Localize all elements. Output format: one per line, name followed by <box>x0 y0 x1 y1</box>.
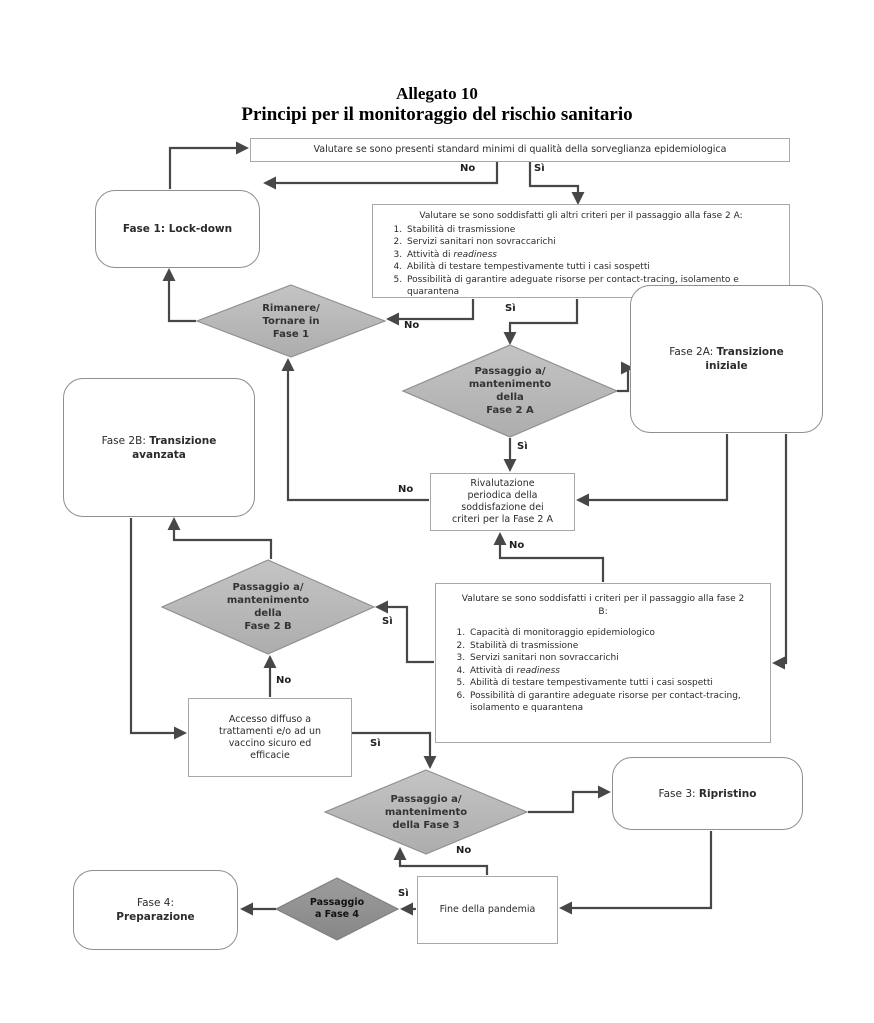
edge-label-si-accesso: Sì <box>370 738 381 749</box>
accesso-line-2: trattamenti e/o ad un <box>218 725 322 737</box>
node-rivalutazione-periodica: Rivalutazione periodica della soddisfazi… <box>430 473 575 531</box>
criteria2A-item-5: Possibilità di garantire adeguate risors… <box>405 274 781 299</box>
connector-criteria2B-no-to-rivalutazione <box>493 532 605 582</box>
connector-topcheck-no-to-fase1 <box>263 162 499 190</box>
connector-fine-no-to-passaggio3 <box>393 847 489 875</box>
connector-passaggio2A-to-fase2A <box>617 361 634 393</box>
edge-label-si-surveillance: Sì <box>534 163 545 174</box>
edge-label-si-fine: Sì <box>398 888 409 899</box>
edge-label-no-rivalutazione: No <box>398 484 414 495</box>
criteria2B-item-4: Attività di readiness <box>468 665 762 678</box>
fine-pandemia-text: Fine della pandemia <box>439 904 536 915</box>
decision-passaggio-fase2B-shape <box>160 559 376 655</box>
connector-passaggio3-to-fase3 <box>528 785 611 814</box>
edge-label-no-fine: No <box>456 845 472 856</box>
fase2B-label: Fase 2B: Transizione avanzata <box>101 434 217 461</box>
node-accesso-vaccino: Accesso diffuso a trattamenti e/o ad un … <box>188 698 352 777</box>
connector-criteria2A-no-to-rimanere <box>386 299 475 326</box>
node-criteria-fase2B: Valutare se sono soddisfatti i criteri p… <box>435 583 771 743</box>
connector-rivalutazione-no-to-rimanere <box>281 358 429 502</box>
connector-fase2A-to-criteria2B <box>772 434 788 670</box>
node-surveillance-check: Valutare se sono presenti standard minim… <box>250 138 790 162</box>
edge-label-no-criteria2B: No <box>509 540 525 551</box>
edge-label-si-criteria2A: Sì <box>505 303 516 314</box>
criteria2A-item-2: Servizi sanitari non sovraccarichi <box>405 236 781 249</box>
connector-accesso-si-to-passaggio3 <box>352 731 437 769</box>
criteria2B-item-2: Stabilità di trasmissione <box>468 640 762 653</box>
rivalutazione-line-4: criteri per la Fase 2 A <box>452 514 553 525</box>
accesso-line-4: efficacie <box>250 749 290 761</box>
connector-rimanere-to-fase1 <box>162 268 196 323</box>
surveillance-check-text: Valutare se sono presenti standard minim… <box>313 144 727 155</box>
criteria2B-list: Capacità di monitoraggio epidemiologico … <box>444 627 762 715</box>
connector-fase2B-to-accesso <box>129 518 187 740</box>
criteria2B-title: Valutare se sono soddisfatti i criteri p… <box>461 594 745 617</box>
accesso-line-1: Accesso diffuso a <box>228 713 312 725</box>
rivalutazione-line-1: Rivalutazione <box>470 478 535 489</box>
connector-passaggio2B-to-fase2B <box>167 517 273 559</box>
connector-fase1-to-topcheck <box>168 141 249 189</box>
connector-criteria2A-si-to-passaggio2A <box>503 299 579 345</box>
criteria2B-item-3: Servizi sanitari non sovraccarichi <box>468 652 762 665</box>
node-fase2B-transizione-avanzata: Fase 2B: Transizione avanzata <box>63 378 255 517</box>
edge-label-si-criteria2B: Sì <box>382 616 393 627</box>
criteria2B-item-6: Possibilità di garantire adeguate risors… <box>468 690 762 715</box>
criteria2A-title: Valutare se sono soddisfatti gli altri c… <box>419 211 743 221</box>
criteria2A-item-4: Abilità di testare tempestivamente tutti… <box>405 261 781 274</box>
title-block: Allegato 10 Principi per il monitoraggio… <box>0 84 874 126</box>
node-fase4-preparazione: Fase 4: Preparazione <box>73 870 238 950</box>
node-fine-pandemia: Fine della pandemia <box>417 876 558 944</box>
node-fase2A-transizione-iniziale: Fase 2A: Transizione iniziale <box>630 285 823 433</box>
criteria2B-item-5: Abilità di testare tempestivamente tutti… <box>468 677 762 690</box>
connector-criteria2B-si-to-passaggio2B <box>375 600 434 664</box>
accesso-line-3: vaccino sicuro ed <box>228 737 312 749</box>
connector-topcheck-si-to-criteria2A <box>528 162 585 205</box>
decision-rimanere-fase1-shape <box>195 284 387 358</box>
connector-fase3-to-fine <box>559 831 713 915</box>
decision-passaggio-fase2A-shape <box>401 344 619 438</box>
fase3-label: Fase 3: Ripristino <box>658 787 757 800</box>
edge-label-no-accesso: No <box>276 675 292 686</box>
edge-label-si-passaggio2A: Sì <box>517 441 528 452</box>
decision-passaggio-fase4-shape <box>274 877 400 941</box>
fase1-label: Fase 1: Lock-down <box>122 223 233 235</box>
decision-passaggio-fase3-shape <box>323 769 529 855</box>
node-fase3-ripristino: Fase 3: Ripristino <box>612 757 803 830</box>
node-criteria-fase2A: Valutare se sono soddisfatti gli altri c… <box>372 204 790 298</box>
fase2A-label: Fase 2A: Transizione iniziale <box>669 346 784 372</box>
criteria2B-item-1: Capacità di monitoraggio epidemiologico <box>468 627 762 640</box>
document-title: Allegato 10 <box>396 84 478 103</box>
node-fase1-lockdown: Fase 1: Lock-down <box>95 190 260 268</box>
edge-label-no-criteria2A: No <box>404 320 420 331</box>
document-subtitle: Principi per il monitoraggio del rischio… <box>241 104 633 125</box>
criteria2A-list: Stabilità di trasmissione Servizi sanita… <box>381 224 781 299</box>
fase4-label: Fase 4: Preparazione <box>116 897 195 923</box>
criteria2A-item-3: Attività di readiness <box>405 249 781 262</box>
edge-label-no-surveillance: No <box>460 163 476 174</box>
rivalutazione-line-3: soddisfazione dei <box>461 502 544 513</box>
criteria2A-item-1: Stabilità di trasmissione <box>405 224 781 237</box>
rivalutazione-line-2: periodica della <box>467 490 538 501</box>
connector-fase2A-to-rivalutazione <box>576 434 729 507</box>
